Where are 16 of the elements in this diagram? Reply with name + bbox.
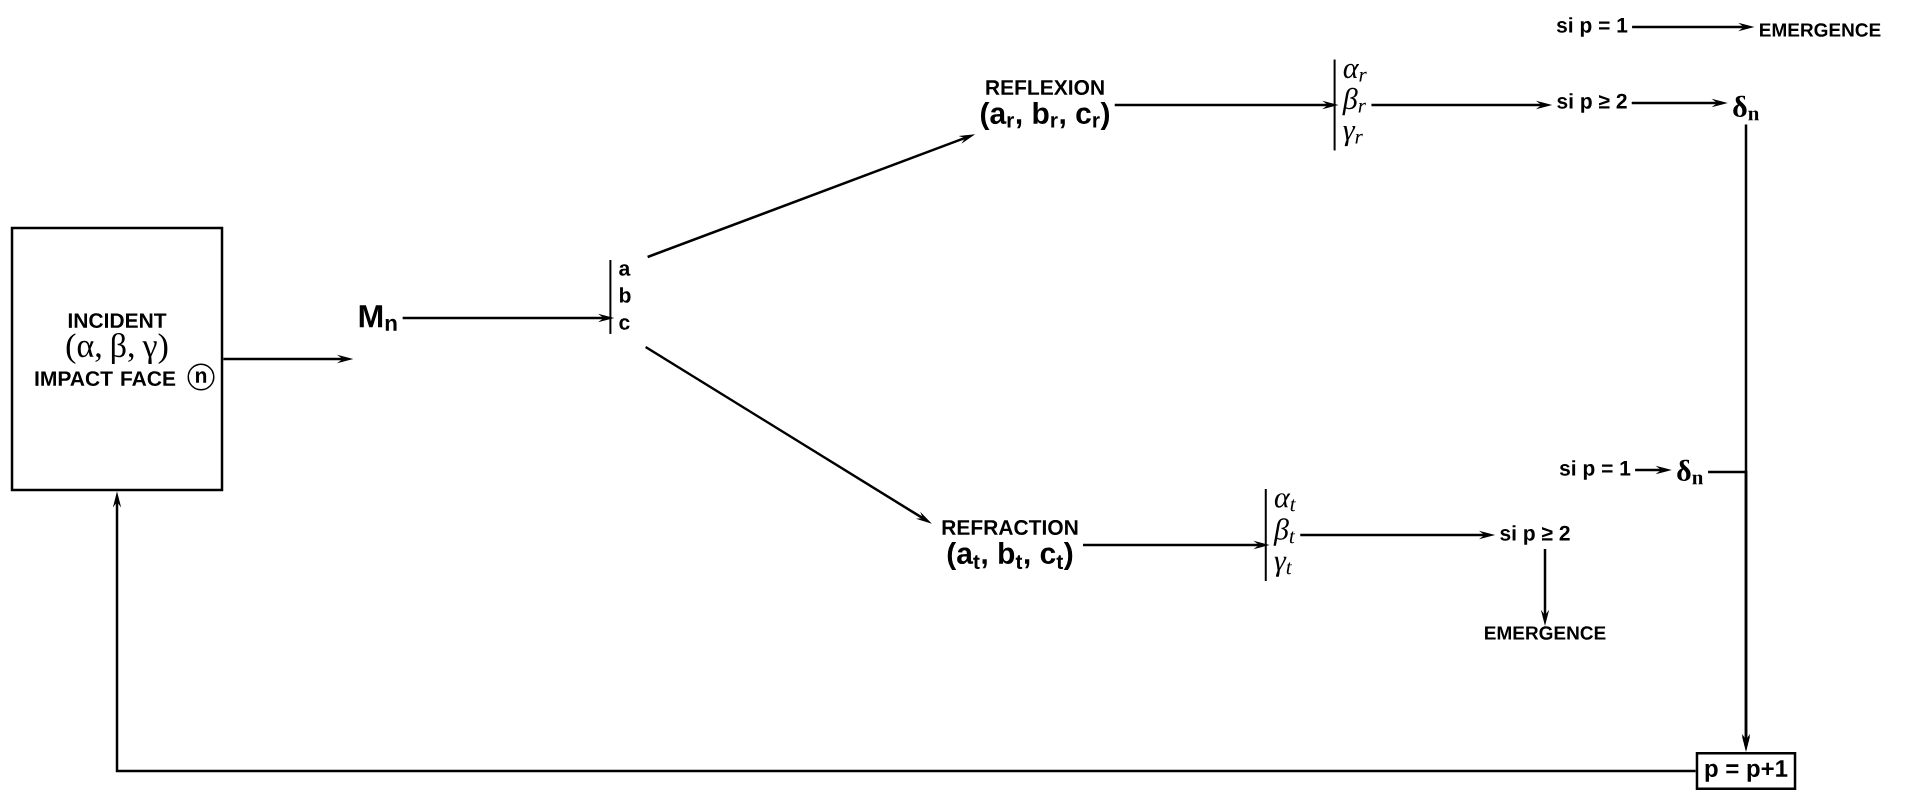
label-text: EMERGENCE xyxy=(1760,23,1881,37)
bracket-list: α$_{t}$ β$_{t}$ γ$_{t}$ xyxy=(1264,488,1296,582)
bracket-list: a b c xyxy=(609,259,631,335)
label-text: M$_{n}$ xyxy=(359,305,397,331)
label-text: δ$_{n}$ xyxy=(1733,95,1760,121)
label-text: si p ≥ 2 xyxy=(1500,525,1570,545)
label-text: REFRACTION (a$_{t}$, b$_{t}$, c$_{t}$) xyxy=(942,520,1078,570)
process-box: p = p+1 xyxy=(1695,752,1797,790)
bracket-list: α$_{r}$ β$_{r}$ γ$_{r}$ xyxy=(1333,58,1367,152)
label-text: δ$_{n}$ xyxy=(1677,459,1704,485)
circled-letter: n xyxy=(187,363,215,391)
label-text: REFLEXION (a$_{r}$, b$_{r}$, c$_{r}$) xyxy=(981,80,1110,130)
label-text: si p ≥ 2 xyxy=(1557,93,1627,113)
label-text: si p = 1 xyxy=(1559,460,1631,480)
label-text: si p = 1 xyxy=(1556,17,1628,37)
label-text: EMERGENCE xyxy=(1485,626,1606,640)
